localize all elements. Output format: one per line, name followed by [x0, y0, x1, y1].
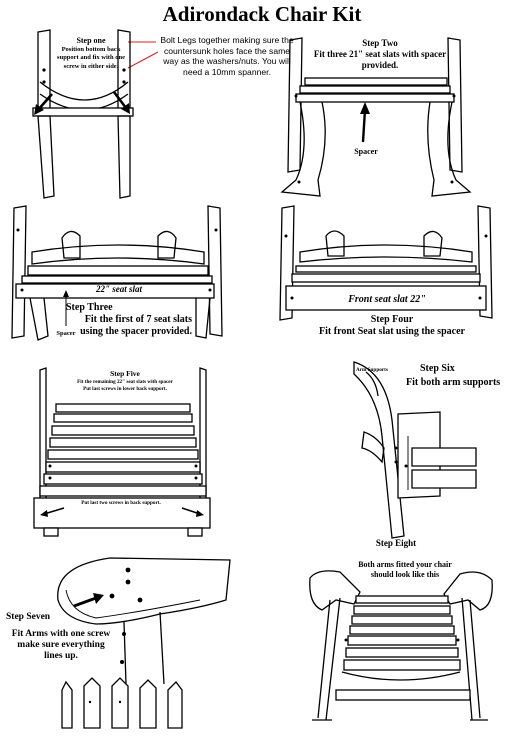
step-seven-heading: Step Seven: [6, 612, 51, 622]
step-four-drawing: [279, 205, 493, 321]
step-one-line-1: Position bottom back: [61, 45, 121, 53]
step-six-text: Step Six Fit both arm supports: [406, 362, 516, 390]
note-pointer-lines: [127, 41, 159, 69]
bolt-legs-note: Bolt Legs together making sure the count…: [160, 35, 294, 77]
step-six-line-1: Fit both arm supports: [406, 377, 501, 388]
step-seven-line-3: lines up.: [44, 651, 78, 661]
step-two-drawing: [280, 37, 472, 197]
step-three-line-1: Fit the first of 7 seat slats: [84, 314, 192, 325]
step-one-line-2: support and fix with one: [57, 54, 125, 61]
step-seven-line-1: Fit Arms with one screw: [11, 629, 111, 639]
step-two-text: Step Two Fit three 21" seat slats with s…: [300, 38, 460, 71]
step-three-slat-label: 22" seat slat: [96, 284, 142, 294]
step-five-line-1: Fit the remaining 22" seat slats with sp…: [77, 378, 173, 385]
step-seven-line-2: make sure everything: [17, 640, 105, 650]
step-six-heading: Step Six: [420, 363, 455, 374]
step-eight-text: Both arms fitted your chair should look …: [340, 560, 470, 580]
step-three-spacer-label: Spacer: [56, 330, 76, 337]
step-five-drawing: [33, 367, 211, 537]
page-title: Adirondack Chair Kit: [162, 2, 362, 26]
step-four-text: Step Four Fit front Seat slat using the …: [312, 314, 472, 338]
step-one-heading: Step one: [76, 36, 106, 45]
step-five-bottom-note: Put last two screws in back support.: [66, 499, 176, 508]
step-three-text: Step Three Fit the first of 7 seat slats…: [62, 302, 192, 338]
step-one-text: Step one Position bottom back support an…: [56, 36, 126, 71]
step-four-line-1: Fit front Seat slat using the spacer: [319, 326, 465, 337]
step-three-drawing: [11, 205, 223, 341]
step-four-heading: Step Four: [370, 314, 414, 325]
step-three-line-2: using the spacer provided.: [80, 326, 192, 337]
step-five-heading: Step Five: [110, 369, 140, 378]
step-five-line-2: Put last screws in lower back support.: [83, 385, 167, 392]
arm-supports-label: Arm Supports: [356, 367, 388, 373]
step-two-line-1: Fit three 21" seat slats with spacer: [313, 49, 447, 59]
step-three-heading: Step Three: [66, 302, 113, 313]
step-two-line-2: provided.: [361, 60, 399, 70]
step-one-line-3: screw in either side.: [63, 62, 119, 70]
step-seven-drawing: [57, 557, 231, 729]
step-two-spacer-label: Spacer: [354, 147, 378, 156]
step-seven-text: Step Seven Fit Arms with one screw make …: [6, 612, 116, 662]
step-eight-heading: Step Eight: [375, 538, 417, 548]
step-four-slat-label: Front seat slat 22": [348, 294, 426, 305]
step-six-drawing: [353, 361, 477, 539]
step-eight-line-1: Both arms fitted your chair: [358, 560, 452, 569]
step-two-heading: Step Two: [362, 38, 398, 48]
step-five-text: Step Five Fit the remaining 22" seat sla…: [70, 369, 180, 393]
step-one-drawing: [32, 29, 134, 199]
step-eight-drawing: [309, 570, 493, 721]
step-eight-line-2: should look like this: [370, 570, 440, 579]
